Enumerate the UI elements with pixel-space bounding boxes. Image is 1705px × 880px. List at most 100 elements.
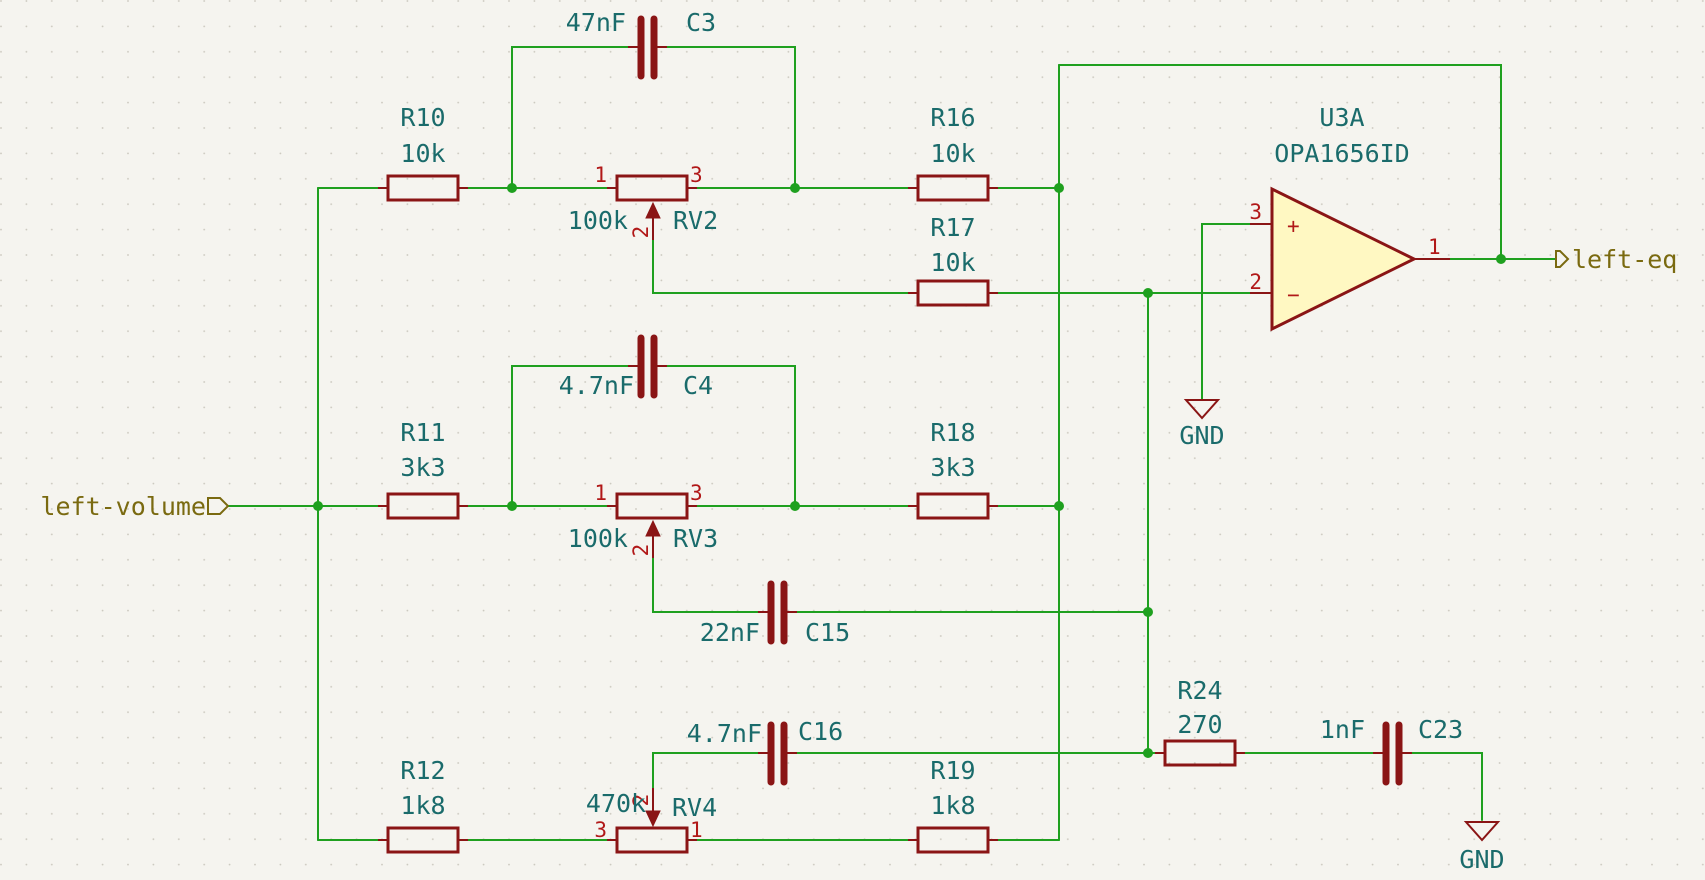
net-label-text: left-eq bbox=[1572, 245, 1677, 274]
resistor-body bbox=[916, 492, 990, 520]
ref-label: C23 bbox=[1418, 715, 1463, 744]
junction-dot bbox=[1054, 183, 1064, 193]
opamp-u3a[interactable]: + − 3 2 1 U3A OPA1656ID bbox=[1249, 103, 1450, 332]
power-label: GND bbox=[1459, 845, 1504, 874]
pin-number: 2 bbox=[629, 544, 653, 557]
junction-dot bbox=[507, 501, 517, 511]
wiper-arrow bbox=[645, 519, 661, 537]
output-port-icon bbox=[1555, 250, 1570, 268]
resistor-body bbox=[916, 279, 990, 307]
value-label: 3k3 bbox=[400, 453, 445, 482]
plus-sign: + bbox=[1287, 214, 1300, 238]
resistor-r10[interactable]: R10 10k bbox=[378, 103, 468, 202]
value-label: 4.7nF bbox=[559, 371, 634, 400]
pot-body bbox=[615, 174, 689, 202]
value-label: 3k3 bbox=[930, 453, 975, 482]
pin-number: 1 bbox=[690, 818, 703, 842]
capacitor-c16[interactable]: 4.7nF C16 bbox=[687, 717, 843, 786]
pin-number: 2 bbox=[629, 226, 653, 239]
resistor-r24[interactable]: R24 270 bbox=[1155, 676, 1245, 767]
ref-label: R18 bbox=[930, 418, 975, 447]
junction-dot bbox=[1143, 748, 1153, 758]
junction-dot bbox=[790, 501, 800, 511]
junction-dot bbox=[507, 183, 517, 193]
resistor-r12[interactable]: R12 1k8 bbox=[378, 756, 468, 854]
pin-number: 1 bbox=[594, 481, 607, 505]
value-label: 470k bbox=[586, 789, 646, 818]
pot-body bbox=[615, 492, 689, 520]
ground-icon bbox=[1463, 821, 1501, 842]
ref-label: R10 bbox=[400, 103, 445, 132]
capacitor-c3[interactable]: 47nF C3 bbox=[566, 8, 716, 80]
junction-dot bbox=[1496, 254, 1506, 264]
junction-dot bbox=[1054, 501, 1064, 511]
ref-label: RV3 bbox=[673, 524, 718, 553]
ground-icon bbox=[1183, 399, 1221, 420]
resistor-body bbox=[916, 826, 990, 854]
value-label: 22nF bbox=[700, 618, 760, 647]
junction-dot bbox=[1143, 288, 1153, 298]
value-label: 10k bbox=[930, 139, 975, 168]
resistor-r17[interactable]: R17 10k bbox=[908, 213, 998, 307]
resistor-body bbox=[386, 174, 460, 202]
pin-number: 1 bbox=[1428, 235, 1441, 259]
value-label: 100k bbox=[568, 524, 628, 553]
minus-sign: − bbox=[1287, 283, 1300, 307]
resistor-r11[interactable]: R11 3k3 bbox=[378, 418, 468, 520]
pin-number: 2 bbox=[629, 794, 653, 807]
ref-label: C15 bbox=[805, 618, 850, 647]
ref-label: R19 bbox=[930, 756, 975, 785]
resistor-r19[interactable]: R19 1k8 bbox=[908, 756, 998, 854]
potentiometer-rv2[interactable]: 1 3 2 100k RV2 bbox=[568, 163, 718, 240]
junction-dot bbox=[790, 183, 800, 193]
net-label-left-volume[interactable]: left-volume bbox=[40, 492, 230, 521]
wires bbox=[227, 46, 1557, 841]
pin-number: 1 bbox=[594, 163, 607, 187]
wiper-arrow bbox=[645, 810, 661, 828]
potentiometer-rv4[interactable]: 3 1 2 470k RV4 bbox=[586, 788, 717, 854]
pin-number: 3 bbox=[1249, 200, 1262, 224]
input-port-icon bbox=[207, 497, 230, 515]
value-label: 270 bbox=[1177, 710, 1222, 739]
capacitor-c23[interactable]: 1nF C23 bbox=[1320, 715, 1463, 786]
net-label-left-eq[interactable]: left-eq bbox=[1555, 245, 1677, 274]
ref-label: R11 bbox=[400, 418, 445, 447]
value-label: 10k bbox=[400, 139, 445, 168]
junctions bbox=[313, 183, 1506, 758]
ref-label: RV2 bbox=[673, 206, 718, 235]
gnd-symbol-opamp[interactable]: GND bbox=[1179, 397, 1225, 450]
pot-body bbox=[615, 826, 689, 854]
capacitor-c15[interactable]: 22nF C15 bbox=[700, 580, 850, 647]
net-label-text: left-volume bbox=[40, 492, 206, 521]
pin-number: 3 bbox=[690, 481, 703, 505]
pin-number: 3 bbox=[594, 818, 607, 842]
potentiometer-rv3[interactable]: 1 3 2 100k RV3 bbox=[568, 481, 718, 558]
resistor-r18[interactable]: R18 3k3 bbox=[908, 418, 998, 520]
capacitor-c4[interactable]: 4.7nF C4 bbox=[559, 334, 713, 400]
value-label: 1k8 bbox=[400, 791, 445, 820]
resistor-r16[interactable]: R16 10k bbox=[908, 103, 998, 202]
value-label: OPA1656ID bbox=[1274, 139, 1409, 168]
pin-number: 3 bbox=[690, 163, 703, 187]
resistor-body bbox=[916, 174, 990, 202]
value-label: 1nF bbox=[1320, 715, 1365, 744]
junction-dot bbox=[1143, 607, 1153, 617]
value-label: 4.7nF bbox=[687, 719, 762, 748]
ref-label: C16 bbox=[798, 717, 843, 746]
pin-number: 2 bbox=[1249, 270, 1262, 294]
ref-label: C3 bbox=[686, 8, 716, 37]
gnd-symbol-c23[interactable]: GND bbox=[1459, 821, 1505, 874]
value-label: 10k bbox=[930, 248, 975, 277]
ref-label: R12 bbox=[400, 756, 445, 785]
ref-label: R24 bbox=[1177, 676, 1222, 705]
ref-label: R16 bbox=[930, 103, 975, 132]
power-label: GND bbox=[1179, 421, 1224, 450]
resistor-body bbox=[386, 492, 460, 520]
ref-label: C4 bbox=[683, 371, 713, 400]
ref-label: U3A bbox=[1319, 103, 1364, 132]
wiper-arrow bbox=[645, 201, 661, 219]
opamp-body bbox=[1270, 186, 1418, 332]
resistor-body bbox=[386, 826, 460, 854]
